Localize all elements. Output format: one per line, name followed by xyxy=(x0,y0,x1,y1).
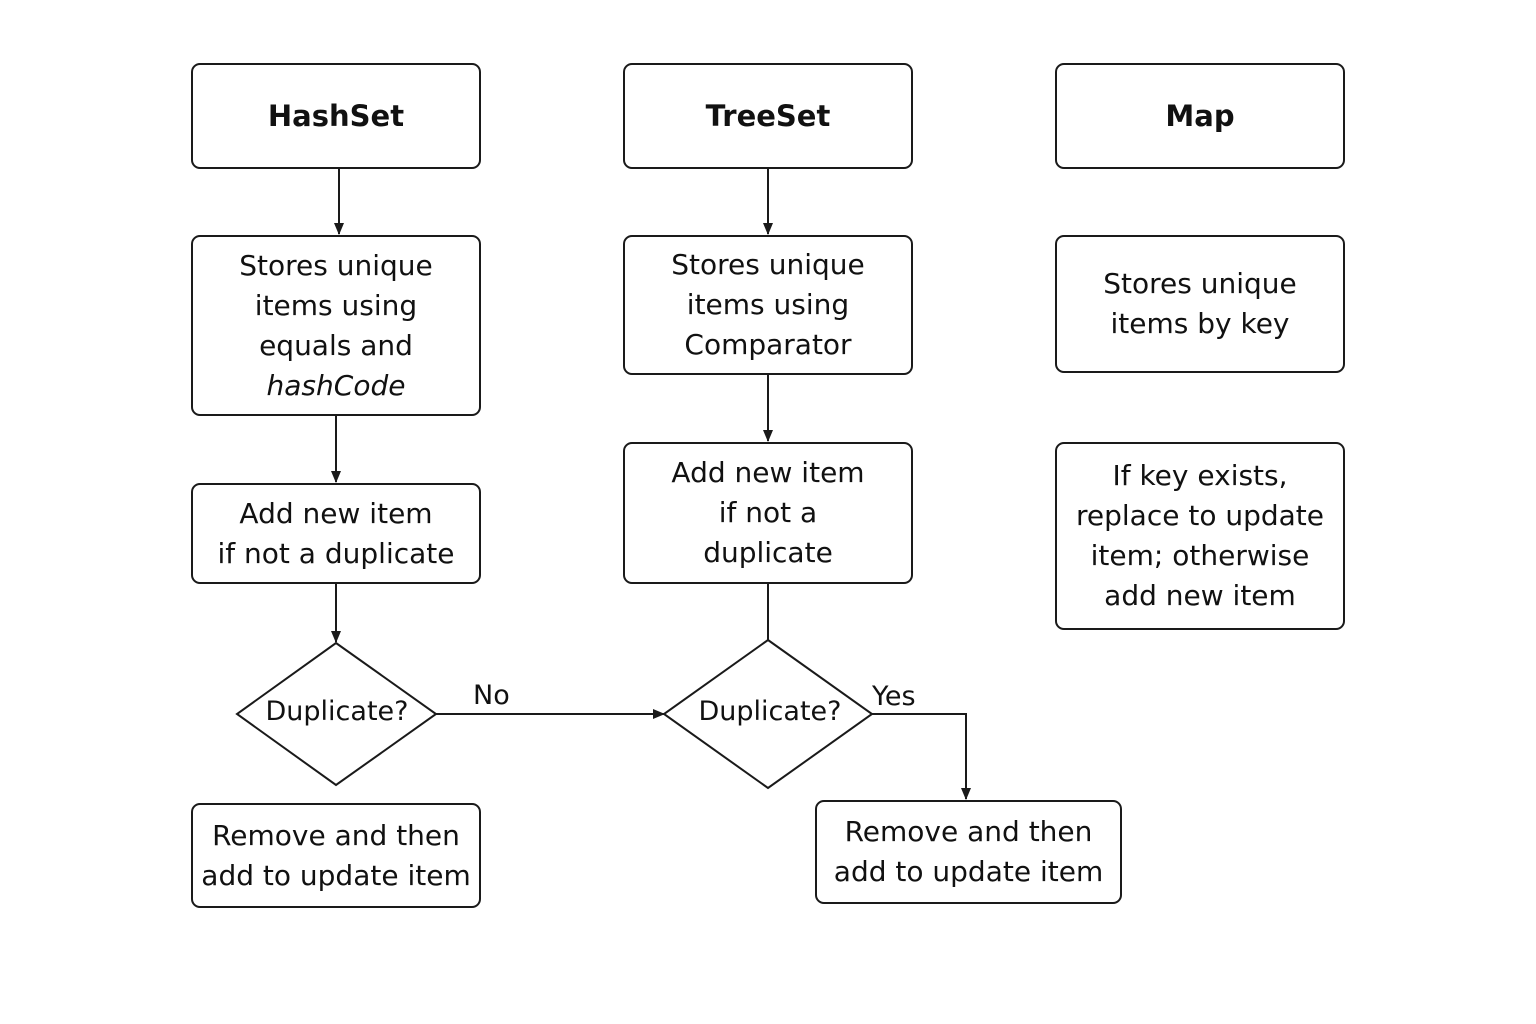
edge-label-no: No xyxy=(473,680,510,711)
hashset-add-text: Add new item if not a duplicate xyxy=(217,496,455,570)
hashset-title-box: HashSet xyxy=(191,63,481,169)
map-update-text: If key exists, replace to update item; o… xyxy=(1075,459,1325,612)
hashset-result-text: Remove and then add to update item xyxy=(201,818,471,892)
treeset-decision-label: Duplicate? xyxy=(698,696,842,727)
map-update-box: If key exists, replace to update item; o… xyxy=(1055,442,1345,630)
map-title-box: Map xyxy=(1055,63,1345,169)
map-stores-box: Stores unique items by key xyxy=(1055,235,1345,373)
map-stores-text: Stores unique items by key xyxy=(1103,267,1297,340)
treeset-stores-box: Stores unique items using Comparator xyxy=(623,235,913,375)
treeset-add-text: Add new item if not a duplicate xyxy=(671,456,865,569)
map-title: Map xyxy=(1165,99,1235,133)
treeset-title-box: TreeSet xyxy=(623,63,913,169)
treeset-title: TreeSet xyxy=(705,99,831,133)
treeset-add-box: Add new item if not a duplicate xyxy=(623,442,913,584)
treeset-stores-text: Stores unique items using Comparator xyxy=(671,248,865,361)
arrow-yes-to-treeset-result xyxy=(872,713,971,800)
hashset-title: HashSet xyxy=(267,99,405,133)
hashset-stores-box: Stores unique items using equals and has… xyxy=(191,235,481,416)
hashset-stores-text: Stores unique items using equals and has… xyxy=(239,248,433,402)
hashset-add-box: Add new item if not a duplicate xyxy=(191,483,481,584)
hashset-decision-diamond xyxy=(235,641,438,787)
edge-label-yes: Yes xyxy=(872,681,916,712)
treeset-decision-diamond xyxy=(662,638,874,790)
treeset-result-box: Remove and then add to update item xyxy=(815,800,1122,904)
hashcode-text: hashCode xyxy=(266,368,406,402)
hashset-decision-label: Duplicate? xyxy=(265,696,409,727)
treeset-result-text: Remove and then add to update item xyxy=(833,815,1104,888)
hashset-result-box: Remove and then add to update item xyxy=(191,803,481,908)
